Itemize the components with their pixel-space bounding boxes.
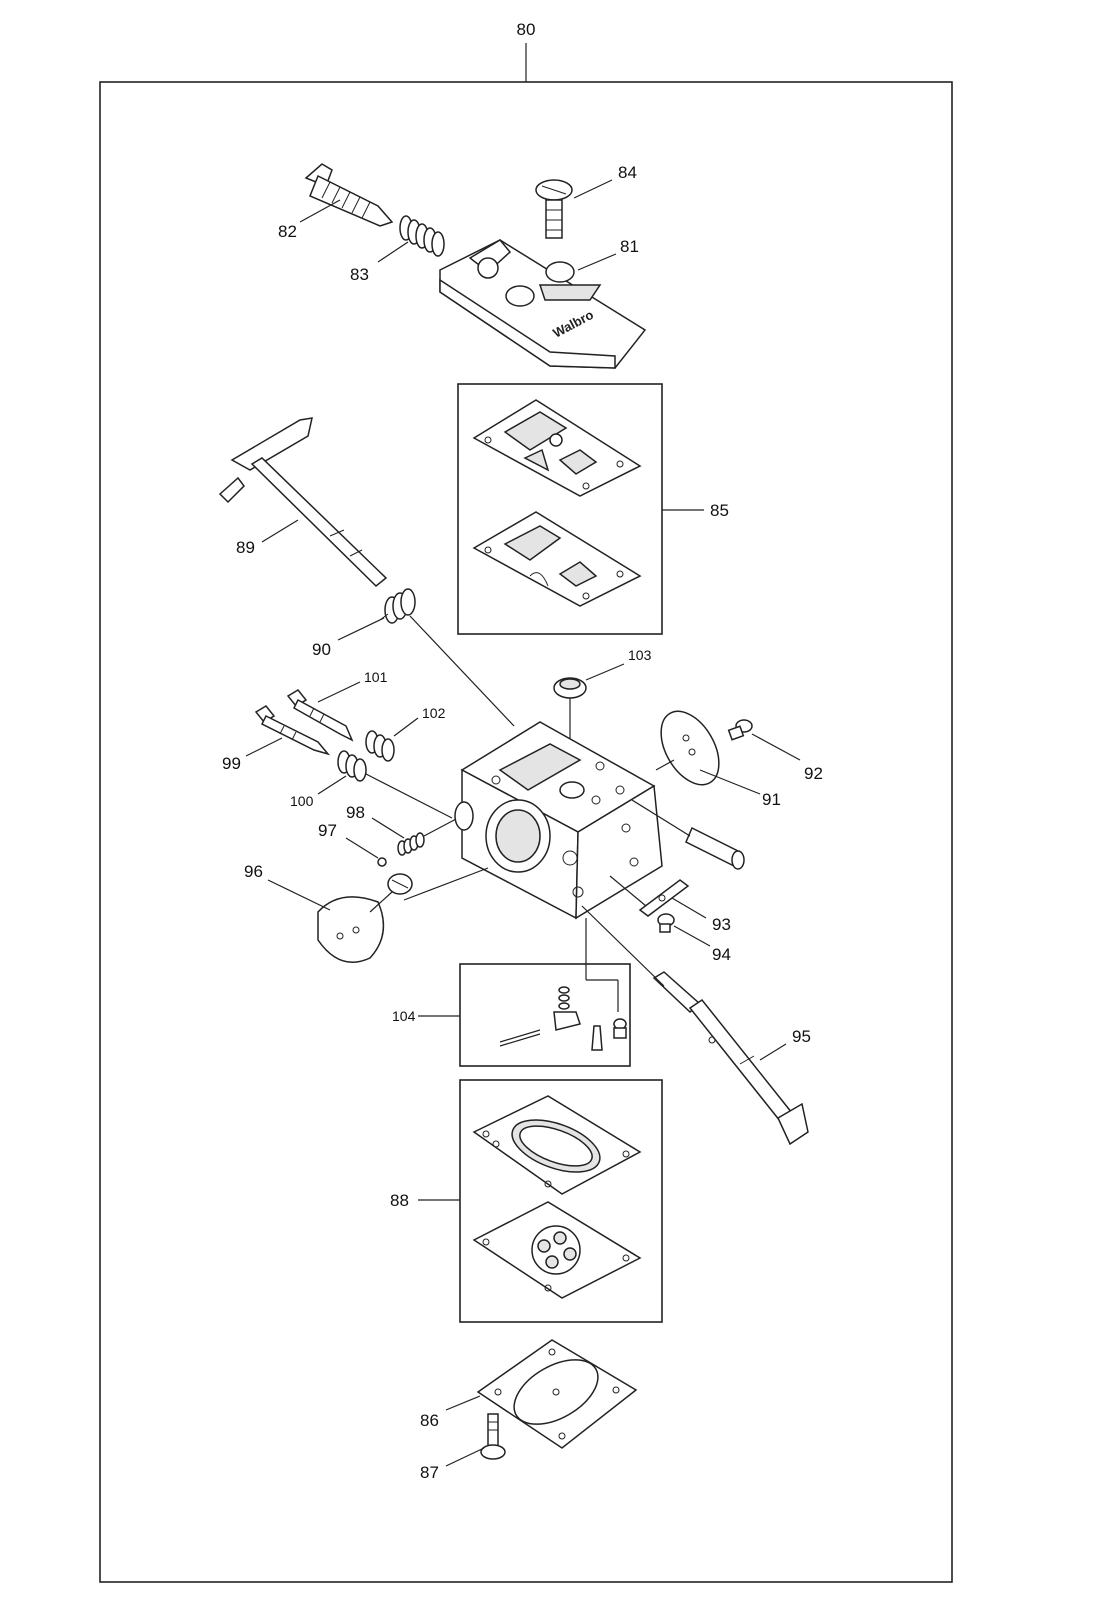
part-86-pump-cover (476, 1339, 638, 1449)
label-89: 89 (236, 538, 255, 557)
label-87: 87 (420, 1463, 439, 1482)
label-84: 84 (618, 163, 637, 182)
label-94: 94 (712, 945, 731, 964)
part-83-spring (399, 215, 445, 257)
part-85-diaphragm (472, 511, 642, 607)
carburetor-body (454, 721, 663, 920)
part-91-cover-plate (660, 710, 720, 786)
part-103-welch-plug (553, 677, 587, 699)
part-82-adjusting-screw (304, 163, 394, 227)
leader-97 (345, 837, 379, 859)
leader-92 (751, 733, 801, 761)
part-88-diaphragm (472, 1201, 642, 1299)
label-82: 82 (278, 222, 297, 241)
assembly-frame (99, 81, 953, 1583)
part-95-choke-shaft (652, 971, 809, 1146)
leader-94 (673, 925, 711, 947)
part-81-metering-cover: Walbro (439, 239, 647, 369)
label-99: 99 (222, 754, 241, 773)
leader-90-to-body (409, 615, 515, 727)
label-102: 102 (422, 705, 446, 721)
part-96-screw (387, 873, 413, 895)
leader-93 (671, 897, 707, 919)
leader-96-screw (369, 891, 393, 913)
leader-86 (445, 1395, 481, 1411)
part-93-metering-lever (638, 879, 690, 917)
leader-103 (585, 663, 625, 681)
label-93: 93 (712, 915, 731, 934)
leader-102 (393, 717, 419, 737)
part-97-check-ball (377, 857, 387, 867)
part-101-needle (286, 689, 354, 742)
label-100: 100 (290, 793, 314, 809)
leader-96 (267, 879, 331, 911)
part-102-spring (365, 730, 395, 762)
label-81: 81 (620, 237, 639, 256)
label-98: 98 (346, 803, 365, 822)
part-99-needle (254, 705, 331, 756)
label-90: 90 (312, 640, 331, 659)
label-97: 97 (318, 821, 337, 840)
leader-99 (245, 737, 283, 757)
kit-85-box (457, 383, 663, 635)
label-103: 103 (628, 647, 652, 663)
leader-87 (445, 1447, 485, 1467)
label-83: 83 (350, 265, 369, 284)
leader-82 (299, 199, 341, 223)
label-101: 101 (364, 669, 388, 685)
label-91: 91 (762, 790, 781, 809)
kit-88-box (459, 1079, 663, 1323)
part-94-screw (657, 913, 675, 933)
part-92-screw (727, 719, 753, 741)
leader-100 (317, 775, 347, 795)
leader-91 (699, 769, 761, 795)
leader-95 (759, 1043, 787, 1061)
part-87-screw (480, 1413, 506, 1460)
part-85-gasket (472, 399, 642, 497)
label-95: 95 (792, 1027, 811, 1046)
label-80: 80 (517, 20, 536, 39)
leader-100-to-body (365, 773, 453, 819)
leader-81 (577, 253, 617, 271)
leader-95-to-body (581, 905, 665, 987)
part-100-spring (337, 750, 367, 782)
leader-84 (573, 179, 613, 199)
leader-96-to-body (403, 867, 489, 901)
fuel-inlet-fitting (685, 826, 745, 870)
kit-104-box (459, 963, 631, 1067)
label-104: 104 (392, 1008, 416, 1024)
label-88: 88 (390, 1191, 409, 1210)
part-90-return-spring (379, 588, 416, 624)
leader-98-to-body (423, 817, 459, 837)
part-84-screw (535, 179, 573, 239)
leader-93-to-body (609, 875, 647, 907)
label-96: 96 (244, 862, 263, 881)
part-104-needle-valve-set (499, 986, 627, 1051)
label-86: 86 (420, 1411, 439, 1430)
label-85: 85 (710, 501, 729, 520)
leader-90 (337, 617, 385, 641)
leader-83 (377, 241, 409, 263)
leader-91-to-body (655, 759, 675, 771)
leader-98 (371, 817, 405, 839)
part-98-spring (397, 832, 425, 856)
label-92: 92 (804, 764, 823, 783)
leader-inlet (631, 799, 691, 837)
part-88-gasket (472, 1095, 642, 1195)
part-89-throttle-shaft (218, 417, 388, 588)
part-96-cover-plate (317, 896, 385, 963)
leader-101 (317, 681, 361, 703)
leader-89 (261, 519, 299, 543)
